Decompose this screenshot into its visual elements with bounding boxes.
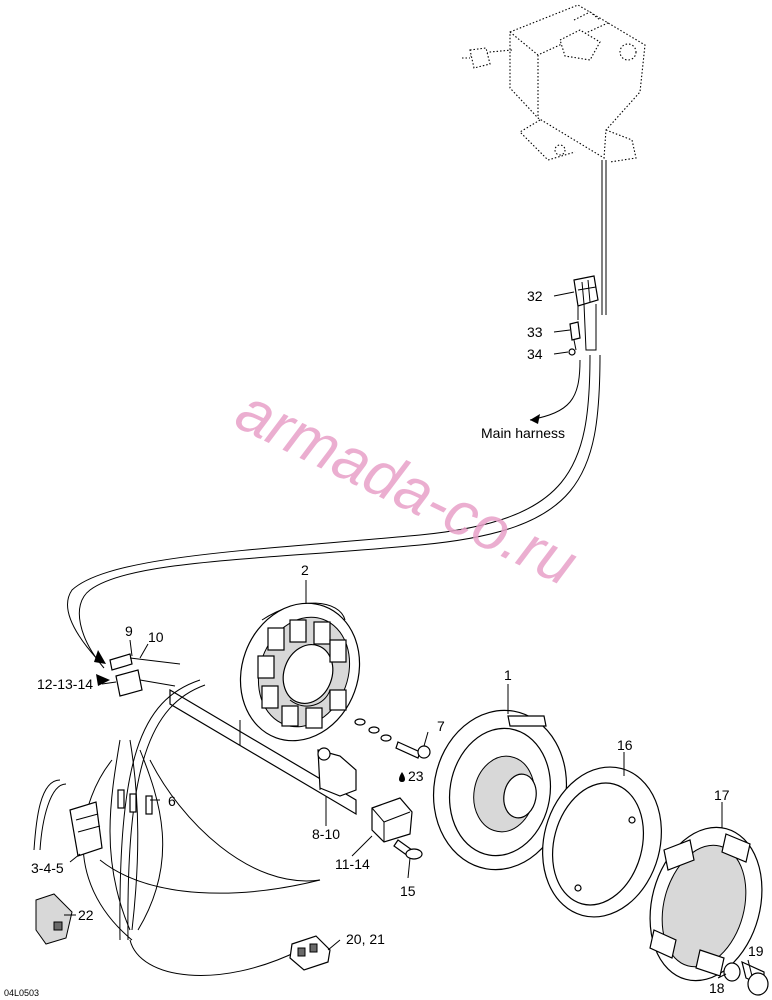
washers-screws bbox=[354, 718, 431, 759]
ring-gear-16 bbox=[542, 766, 662, 918]
connector-20-21 bbox=[289, 935, 331, 971]
arrow-icon bbox=[96, 674, 110, 686]
callout-8-10: 8-10 bbox=[312, 826, 340, 842]
sensor-11-14 bbox=[371, 797, 413, 843]
connector-22 bbox=[35, 893, 73, 945]
seal-34 bbox=[568, 348, 576, 356]
callout-6: 6 bbox=[168, 793, 176, 809]
watermark: armada-co.ru bbox=[226, 376, 588, 600]
callout-12-13-14: 12-13-14 bbox=[37, 676, 93, 692]
callout-20-21: 20, 21 bbox=[346, 931, 385, 947]
washer-18 bbox=[723, 962, 741, 982]
callout-2: 2 bbox=[301, 562, 309, 578]
terminal-33 bbox=[569, 321, 581, 351]
callout-22: 22 bbox=[78, 907, 94, 923]
callout-18: 18 bbox=[709, 980, 725, 996]
drop-icon bbox=[399, 772, 405, 782]
callout-1: 1 bbox=[504, 667, 512, 683]
connector-wires bbox=[577, 303, 597, 351]
main-harness-label: Main harness bbox=[481, 425, 565, 441]
bolt-19 bbox=[741, 960, 769, 996]
callout-9: 9 bbox=[125, 623, 133, 639]
callout-19: 19 bbox=[748, 943, 764, 959]
callout-15: 15 bbox=[400, 883, 416, 899]
stator-2 bbox=[239, 602, 361, 742]
trigger-coil bbox=[317, 747, 357, 797]
main-harness-wire bbox=[529, 359, 581, 421]
harness-loop-inner bbox=[67, 354, 591, 661]
callout-7: 7 bbox=[437, 718, 445, 734]
callout-10: 10 bbox=[148, 629, 164, 645]
callout-23: 23 bbox=[408, 768, 424, 784]
callout-11-14: 11-14 bbox=[335, 856, 370, 872]
bolt-15 bbox=[393, 839, 423, 860]
terminals-6 bbox=[117, 789, 153, 815]
harness-loop-outer bbox=[78, 354, 601, 669]
callout-33: 33 bbox=[527, 324, 543, 340]
callout-32: 32 bbox=[527, 288, 543, 304]
leader-lines bbox=[64, 291, 753, 979]
arrow-icon bbox=[530, 414, 540, 424]
drawing-code: 04L0503 bbox=[4, 988, 39, 998]
callout-3-4-5: 3-4-5 bbox=[31, 860, 64, 876]
ignition-module bbox=[462, 4, 646, 163]
connector-3-4-5 bbox=[69, 801, 103, 857]
mounting-rail bbox=[169, 688, 357, 816]
connector-32 bbox=[573, 275, 599, 307]
callout-16: 16 bbox=[617, 737, 633, 753]
cover-17 bbox=[649, 826, 763, 982]
arrow-icon bbox=[94, 650, 106, 664]
connector-12-14 bbox=[109, 653, 181, 697]
callout-17: 17 bbox=[714, 787, 730, 803]
callout-34: 34 bbox=[527, 346, 543, 362]
